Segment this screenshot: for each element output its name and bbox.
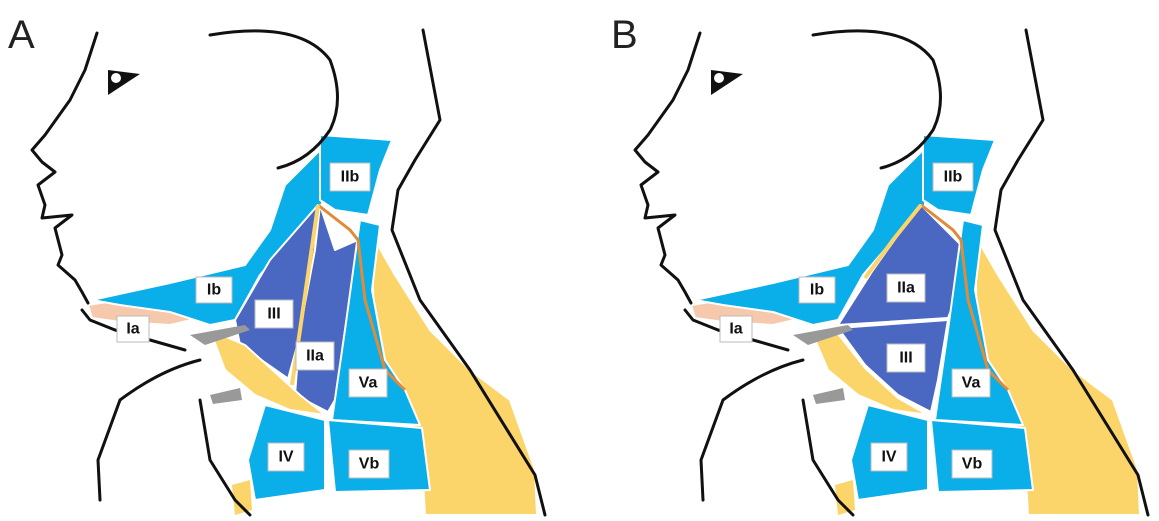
throat-line bbox=[98, 360, 200, 500]
eye-icon bbox=[711, 70, 743, 95]
label-iii: III bbox=[887, 344, 925, 372]
label-va: Va bbox=[349, 369, 387, 397]
head-back-outline bbox=[210, 31, 338, 168]
panel-a-letter: A bbox=[8, 13, 35, 57]
label-va-text: Va bbox=[962, 375, 981, 392]
label-iv: IV bbox=[268, 443, 304, 471]
cartilage bbox=[210, 388, 242, 404]
label-iia-text: IIa bbox=[306, 348, 324, 365]
label-vb-text: Vb bbox=[962, 456, 983, 473]
label-iii-text: III bbox=[267, 306, 280, 323]
label-iii-text: III bbox=[899, 350, 912, 367]
label-iia: IIa bbox=[887, 274, 925, 302]
label-ib-text: Ib bbox=[207, 282, 221, 299]
throat-line bbox=[701, 360, 803, 500]
face-profile bbox=[635, 33, 700, 303]
label-ia: Ia bbox=[117, 316, 149, 342]
label-iib: IIb bbox=[933, 163, 973, 191]
label-ia-text: Ia bbox=[729, 321, 742, 338]
eye-highlight bbox=[111, 73, 121, 83]
panel-b-letter: B bbox=[611, 13, 638, 57]
label-ib: Ib bbox=[196, 277, 232, 303]
label-iv: IV bbox=[871, 443, 907, 471]
label-iib-text: IIb bbox=[341, 169, 360, 186]
label-ia-text: Ia bbox=[126, 321, 139, 338]
label-iv-text: IV bbox=[881, 449, 896, 466]
label-iii: III bbox=[255, 300, 293, 328]
label-iib-text: IIb bbox=[944, 169, 963, 186]
label-ia: Ia bbox=[720, 316, 752, 342]
label-vb: Vb bbox=[349, 450, 389, 478]
label-ib-text: Ib bbox=[810, 282, 824, 299]
label-iia: IIa bbox=[296, 342, 334, 370]
head-back-outline bbox=[813, 31, 941, 168]
panel-a: A Ia Ib bbox=[8, 13, 545, 515]
label-va: Va bbox=[952, 369, 990, 397]
face-profile bbox=[32, 33, 97, 303]
eye-icon bbox=[108, 70, 140, 95]
label-iia-text: IIa bbox=[897, 280, 915, 297]
label-iib: IIb bbox=[330, 163, 370, 191]
panel-b: B Ia Ib IIb bbox=[611, 13, 1148, 515]
cartilage bbox=[813, 388, 845, 404]
label-vb-text: Vb bbox=[359, 456, 380, 473]
eye-highlight bbox=[714, 73, 724, 83]
label-ib: Ib bbox=[799, 277, 835, 303]
label-vb: Vb bbox=[952, 450, 992, 478]
label-iv-text: IV bbox=[278, 449, 293, 466]
label-va-text: Va bbox=[359, 375, 378, 392]
